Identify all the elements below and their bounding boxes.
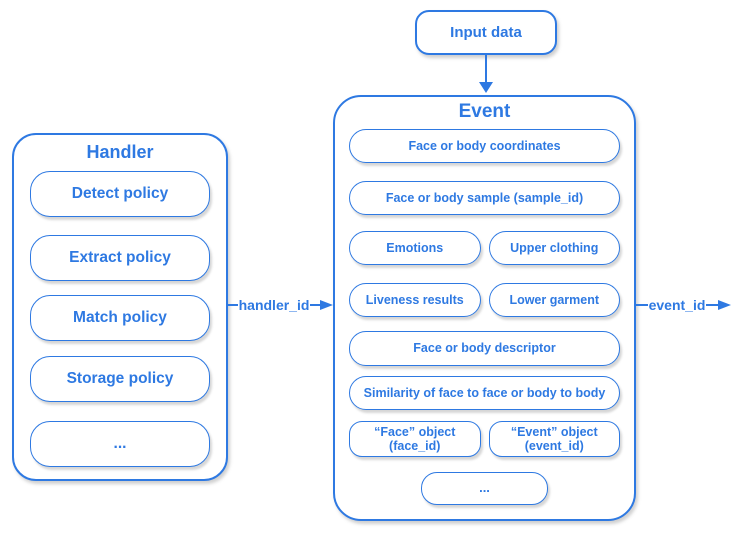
handler-item-label: Extract policy [69,249,171,267]
handler-item-label: Detect policy [71,185,169,203]
event-row-emotions-clothing: Emotions Upper clothing [349,231,620,265]
event-item-coordinates: Face or body coordinates [349,129,620,163]
event-item-emotions: Emotions [349,231,481,265]
event-item-label: Upper clothing [510,240,599,255]
event-item-label: Similarity of face to face or body to bo… [363,385,606,400]
connector-line [636,304,648,306]
event-item-lower-garment: Lower garment [488,283,620,317]
event-item-label: Emotions [386,240,444,255]
handler-item-label: Storage policy [66,370,174,388]
input-data-label: Input data [450,24,522,41]
event-item-upper-clothing: Upper clothing [488,231,620,265]
input-data-node: Input data [415,10,557,55]
event-item-label: Face or body sample (sample_id) [385,190,584,205]
arrow-right-icon [718,300,731,310]
event-item-sample: Face or body sample (sample_id) [349,181,620,215]
event-title: Event [458,101,511,122]
event-node: Event Face or body coordinates Face or b… [333,95,636,521]
event-item-label: ... [479,480,490,496]
handler-id-label: handler_id [238,297,310,313]
event-row-objects: “Face” object (face_id) “Event” object (… [349,421,620,457]
handler-item-label: Match policy [73,309,167,327]
handler-item-detect-policy: Detect policy [30,171,210,217]
event-item-label: Face or body descriptor [413,341,556,356]
event-row-liveness-garment: Liveness results Lower garment [349,283,620,317]
connector-line [310,304,321,306]
event-item-event-object: “Event” object (event_id) [488,421,620,457]
connector-line [228,304,238,306]
event-item-face-object: “Face” object (face_id) [349,421,481,457]
arrow-down-icon [479,82,493,93]
event-item-label: Liveness results [365,292,464,307]
handler-item-match-policy: Match policy [30,295,210,341]
handler-item-ellipsis: ... [30,421,210,467]
event-item-ellipsis: ... [421,472,548,505]
event-item-liveness: Liveness results [349,283,481,317]
event-item-label: “Event” object (event_id) [510,424,598,453]
event-id-connector: event_id [636,294,731,316]
event-id-label: event_id [648,297,706,313]
handler-item-extract-policy: Extract policy [30,235,210,281]
event-item-label: Face or body coordinates [408,138,561,153]
event-item-similarity: Similarity of face to face or body to bo… [349,376,620,410]
event-item-label: Lower garment [509,292,600,307]
event-item-label: “Face” object (face_id) [374,424,456,453]
handler-item-storage-policy: Storage policy [30,356,210,402]
input-to-event-connector-line [485,55,487,82]
arrow-right-icon [320,300,334,310]
handler-id-connector: handler_id [228,294,334,316]
connector-line [706,304,718,306]
event-content: Face or body coordinates Face or body sa… [349,97,620,505]
event-item-descriptor: Face or body descriptor [349,331,620,366]
handler-title: Handler [86,142,154,162]
handler-node: Handler Detect policy Extract policy Mat… [12,133,228,481]
handler-item-label: ... [113,435,127,453]
